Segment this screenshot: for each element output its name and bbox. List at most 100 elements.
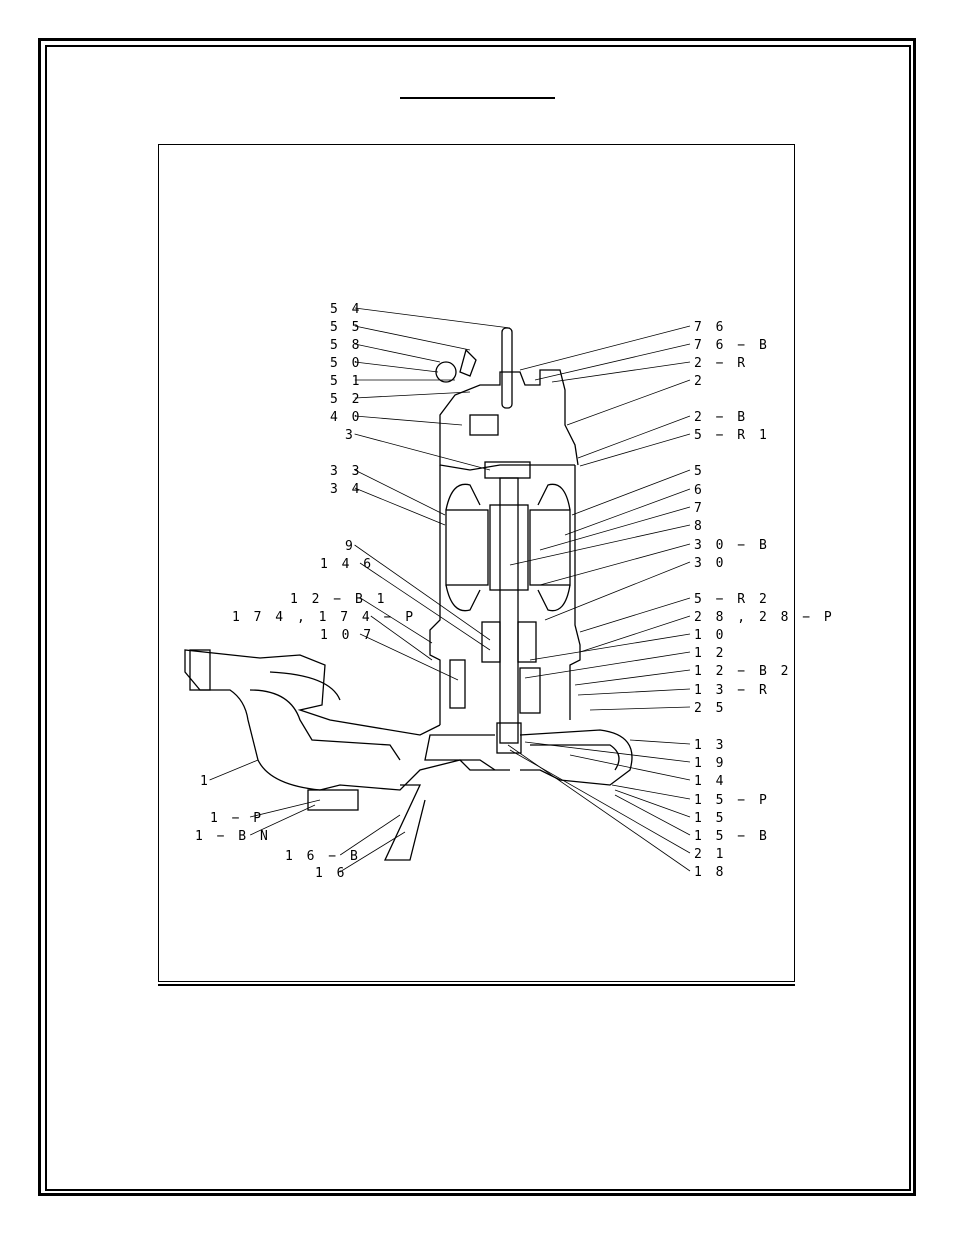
figure-frame bbox=[158, 144, 795, 982]
callout-label-12-b2: 1 2 − B 2 bbox=[694, 664, 791, 679]
callout-label-33: 3 3 bbox=[330, 464, 362, 479]
leader-line-12 bbox=[524, 651, 691, 679]
motor-cover bbox=[439, 369, 579, 466]
callout-label-25: 2 5 bbox=[694, 701, 726, 716]
leader-line-1-bn bbox=[250, 804, 316, 836]
leader-line-2-b bbox=[577, 415, 691, 459]
callout-label-9: 9 bbox=[345, 539, 356, 554]
leader-line-15 bbox=[614, 789, 691, 818]
leader-line-107 bbox=[359, 633, 459, 681]
callout-label-12: 1 2 bbox=[694, 646, 726, 661]
figure-underline bbox=[158, 984, 795, 986]
leader-line-5 bbox=[571, 469, 691, 516]
callout-label-1-p: 1 − P bbox=[210, 811, 264, 826]
callout-label-51: 5 1 bbox=[330, 374, 362, 389]
leader-line-15-p bbox=[611, 784, 691, 800]
title-underline bbox=[400, 97, 555, 99]
leader-line-52 bbox=[354, 391, 471, 399]
leader-line-5-r2 bbox=[579, 597, 691, 633]
leader-line-174 bbox=[370, 615, 433, 661]
callout-labels: 5 45 55 85 05 15 24 033 33 491 4 61 2 − … bbox=[195, 302, 832, 881]
leader-line-76 bbox=[519, 325, 691, 371]
shaft bbox=[499, 477, 519, 744]
leader-line-9 bbox=[354, 544, 491, 641]
leader-line-6 bbox=[564, 488, 691, 536]
callout-label-12-b1: 1 2 − B 1 bbox=[290, 592, 387, 607]
leader-line-40 bbox=[354, 415, 463, 426]
leader-line-1 bbox=[209, 759, 259, 781]
leader-line-2-r bbox=[551, 361, 691, 383]
callout-label-50: 5 0 bbox=[330, 356, 362, 371]
leader-line-76-b bbox=[534, 343, 691, 381]
callout-label-146: 1 4 6 bbox=[320, 557, 374, 572]
leader-line-1-p bbox=[249, 799, 321, 818]
leader-lines bbox=[209, 307, 691, 873]
callout-label-1-bn: 1 − B N bbox=[195, 829, 271, 844]
callout-label-76-b: 7 6 − B bbox=[694, 338, 770, 353]
discharge-casing bbox=[184, 649, 510, 791]
callout-label-2: 2 bbox=[694, 374, 705, 389]
leader-line-5-r1 bbox=[579, 433, 691, 467]
leader-line-13 bbox=[629, 739, 691, 745]
callout-label-10: 1 0 bbox=[694, 628, 726, 643]
callout-label-14: 1 4 bbox=[694, 774, 726, 789]
callout-label-16: 1 6 bbox=[315, 866, 347, 881]
leader-line-14 bbox=[569, 754, 691, 781]
cable-entry bbox=[501, 327, 513, 409]
callout-label-13-r: 1 3 − R bbox=[694, 683, 770, 698]
callout-label-13: 1 3 bbox=[694, 738, 726, 753]
leader-line-3 bbox=[354, 433, 491, 471]
page-border-outer bbox=[38, 38, 916, 1196]
leader-line-13-r bbox=[577, 688, 691, 696]
volute bbox=[424, 734, 496, 771]
leader-line-16-b bbox=[339, 814, 401, 856]
callout-label-5-r1: 5 − R 1 bbox=[694, 428, 770, 443]
guide-stand bbox=[383, 784, 426, 861]
callout-label-54: 5 4 bbox=[330, 302, 362, 317]
leader-line-55 bbox=[354, 325, 471, 351]
leader-line-30-b bbox=[539, 543, 691, 586]
leader-line-30 bbox=[544, 561, 691, 621]
stator-left bbox=[445, 509, 489, 586]
leader-line-12-b2 bbox=[574, 669, 691, 686]
callout-label-52: 5 2 bbox=[330, 392, 362, 407]
callout-label-174: 1 7 4 , 1 7 4 − P bbox=[232, 610, 416, 625]
leader-line-54 bbox=[354, 307, 511, 329]
callout-label-30: 3 0 bbox=[694, 556, 726, 571]
callout-label-16-b: 1 6 − B bbox=[285, 849, 361, 864]
callout-label-7: 7 bbox=[694, 501, 705, 516]
leader-line-28 bbox=[579, 615, 691, 653]
callout-label-107: 1 0 7 bbox=[320, 628, 374, 643]
leader-line-33 bbox=[354, 469, 446, 516]
motor-frame-left bbox=[429, 465, 441, 725]
callout-label-8: 8 bbox=[694, 519, 705, 534]
leader-line-18 bbox=[507, 744, 691, 872]
leader-line-12-b1 bbox=[360, 597, 433, 644]
leader-line-50 bbox=[354, 361, 439, 373]
callout-label-21: 2 1 bbox=[694, 847, 726, 862]
callout-label-15-p: 1 5 − P bbox=[694, 793, 770, 808]
callout-label-1: 1 bbox=[200, 774, 211, 789]
leader-line-2 bbox=[566, 379, 691, 426]
callout-label-19: 1 9 bbox=[694, 756, 726, 771]
leader-line-58 bbox=[354, 343, 441, 363]
callout-label-2-r: 2 − R bbox=[694, 356, 748, 371]
callout-label-18: 1 8 bbox=[694, 865, 726, 880]
callout-label-2-b: 2 − B bbox=[694, 410, 748, 425]
callout-label-76: 7 6 bbox=[694, 320, 726, 335]
rotor bbox=[489, 504, 529, 591]
leader-line-16 bbox=[339, 831, 406, 873]
stator-right bbox=[529, 509, 571, 586]
page-border-inner bbox=[45, 45, 911, 1191]
leader-line-25 bbox=[589, 706, 691, 711]
leader-line-146 bbox=[359, 562, 491, 651]
leader-line-19 bbox=[524, 741, 691, 763]
impeller-hub bbox=[496, 722, 522, 754]
callout-label-15-b: 1 5 − B bbox=[694, 829, 770, 844]
callout-label-58: 5 8 bbox=[330, 338, 362, 353]
leader-line-7 bbox=[539, 506, 691, 551]
callout-label-5-r2: 5 − R 2 bbox=[694, 592, 770, 607]
leader-line-10 bbox=[529, 633, 691, 661]
callout-label-15: 1 5 bbox=[694, 811, 726, 826]
pump-body bbox=[184, 327, 633, 861]
